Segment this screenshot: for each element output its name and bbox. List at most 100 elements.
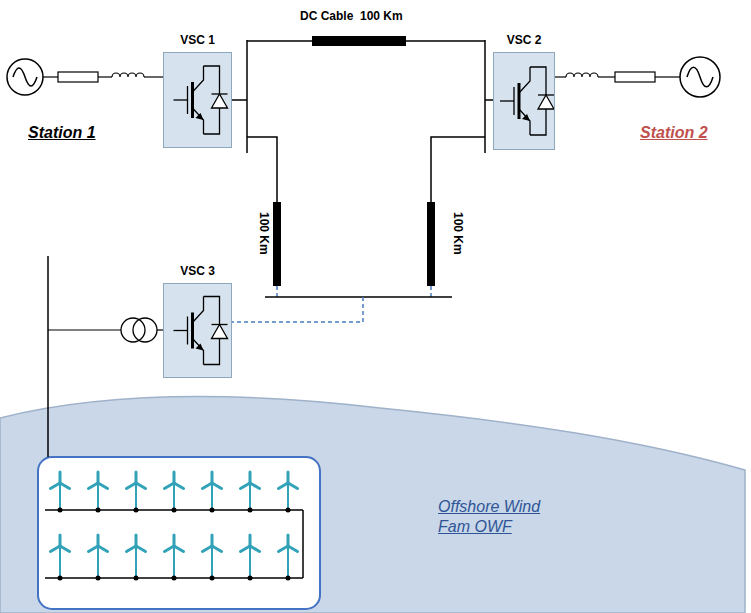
turbine-blade (50, 483, 60, 489)
turbine-node (96, 576, 101, 581)
turbine-blade (164, 483, 174, 489)
ac-source (7, 59, 43, 95)
turbine-blade (173, 535, 176, 546)
igbt-channel (191, 82, 194, 118)
turbine-blade (136, 546, 146, 552)
symbol-stroke (193, 297, 204, 323)
turbine-blade (202, 546, 212, 552)
turbine-node (58, 576, 63, 581)
turbine-tower (173, 546, 175, 578)
converter-label: VSC 3 (144, 264, 251, 278)
cable-length: 100 Km (257, 212, 271, 255)
symbol-stroke (513, 87, 514, 115)
cable-length: 100 Km (451, 212, 465, 255)
turbine-node (172, 576, 177, 581)
turbine-node (210, 576, 215, 581)
turbine-node (172, 508, 177, 513)
turbine-node (248, 576, 253, 581)
dc-bus (484, 40, 486, 153)
converter-label: VSC 2 (474, 33, 574, 47)
sea-area (0, 396, 745, 613)
turbine-tower (135, 483, 137, 510)
turbine-blade (174, 546, 184, 552)
diode-symbol (538, 95, 554, 109)
turbine-tower (135, 546, 137, 578)
turbine-blade (126, 546, 136, 552)
diode-symbol (212, 94, 228, 108)
turbine-blade (164, 546, 174, 552)
turbine-node (134, 508, 139, 513)
turbine-blade (250, 546, 260, 552)
turbine-blade (240, 483, 250, 489)
turbine-node (248, 508, 253, 513)
turbine-blade (98, 546, 108, 552)
resistor-symbol (615, 72, 655, 82)
turbine-blade (135, 535, 138, 546)
turbine-blade (278, 546, 288, 552)
turbine-blade (288, 546, 298, 552)
turbine-blade (50, 546, 60, 552)
sine-symbol (13, 68, 37, 86)
turbine-blade (288, 483, 298, 489)
turbine-tower (97, 546, 99, 578)
turbine-blade (287, 472, 290, 483)
turbine-blade (287, 535, 290, 546)
turbine-blade (97, 535, 100, 546)
converter-fill (493, 52, 555, 150)
turbine-blade (250, 483, 260, 489)
converter-label: VSC 1 (144, 33, 251, 47)
diagram-label: DC Cable 100 Km (300, 9, 403, 23)
symbol-stroke (193, 339, 204, 365)
ac-wire (98, 76, 112, 77)
igbt-diode-symbol (500, 67, 554, 135)
symbol-stroke (187, 86, 188, 114)
turbine-blade (202, 483, 212, 489)
turbine-tower (287, 483, 289, 510)
turbine-tower (287, 546, 289, 578)
turbine-blade (249, 535, 252, 546)
turbine-tower (249, 483, 251, 510)
dc-bus (246, 40, 248, 153)
collector-cable (302, 510, 304, 578)
turbine-node (96, 508, 101, 513)
turbine-blade (278, 483, 288, 489)
turbine-blade (212, 546, 222, 552)
farm-caption: Offshore Wind Fam OWF (438, 497, 556, 537)
dc-cable (273, 202, 281, 286)
turbine-blade (59, 535, 62, 546)
ac-wire (655, 76, 680, 77)
ac-wire (43, 76, 58, 77)
ac-source (680, 57, 720, 97)
turbine-blade (97, 472, 100, 483)
emitter-arrow (522, 114, 530, 121)
converter-box: VSC 1 (163, 52, 232, 148)
diagram-label: Station 2 (640, 124, 708, 142)
turbine-blade (136, 483, 146, 489)
converter-fill (163, 52, 232, 148)
dc-wire (431, 137, 485, 202)
converter-box: VSC 3 (163, 283, 232, 378)
turbine-node (58, 508, 63, 513)
ac-wire (144, 76, 163, 77)
turbine-blade (174, 483, 184, 489)
symbol-stroke (519, 67, 530, 93)
symbol-stroke (187, 317, 188, 345)
dashed-link (232, 297, 363, 322)
sine-symbol (687, 67, 713, 87)
turbine-tower (173, 483, 175, 510)
symbol-stroke (174, 99, 188, 100)
symbol-stroke (519, 109, 530, 135)
turbine-array (45, 472, 303, 581)
turbine-node (210, 508, 215, 513)
wind-farm-enclosure (38, 457, 320, 609)
turbine-node (286, 508, 291, 513)
diagram-label: Station 1 (28, 124, 96, 142)
turbine-blade (88, 546, 98, 552)
offshore-dc-bus (265, 296, 452, 298)
ac-wire (48, 329, 121, 330)
turbine-node (286, 576, 291, 581)
symbol-stroke (193, 108, 204, 134)
ac-wire (555, 76, 566, 77)
